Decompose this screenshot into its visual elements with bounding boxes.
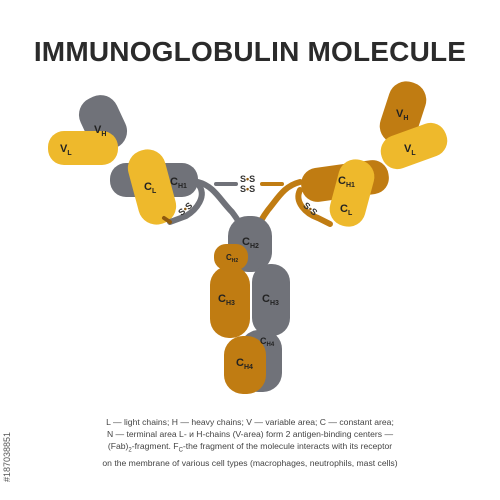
left-cl-domain <box>127 149 177 225</box>
hinge-ss-top: S•S <box>240 174 255 184</box>
left-fab-arm <box>48 95 205 225</box>
stock-id-watermark: #187038851 <box>2 431 12 482</box>
domain-labels: VH VL CL CH1 VH VL CH1 CL CH2 CH2 CH3 CH… <box>60 108 416 371</box>
label-stem-ch4-gray: CH4 <box>260 336 275 348</box>
stem-ch3-orange-domain <box>210 266 250 338</box>
label-right-cl: CL <box>340 203 353 217</box>
label-left-vl: VL <box>60 143 72 157</box>
label-left-ch1: CH1 <box>170 176 187 190</box>
label-stem-ch2-gray: CH2 <box>242 236 259 250</box>
caption-line-3: (Fab)2-fragment. FC-the fragment of the … <box>107 441 393 454</box>
caption: L — light chains; H — heavy chains; V — … <box>40 416 460 469</box>
right-cl-domain <box>329 159 375 227</box>
right-light-chain-disulfide <box>295 187 333 227</box>
fc-stem <box>210 216 290 394</box>
caption-line-4: on the membrane of various cell types (m… <box>102 457 398 468</box>
label-stem-ch2-orange: CH2 <box>226 253 238 264</box>
disulfide-labels: S•S S•S S•S S•S <box>176 174 319 218</box>
left-light-chain-disulfide <box>167 181 205 225</box>
hinge-ss-bottom: S•S <box>240 184 255 194</box>
right-fab-arm <box>295 81 448 227</box>
stem-ch2-orange-domain <box>214 244 248 270</box>
label-right-vl: VL <box>404 143 416 157</box>
right-ss: S•S <box>301 200 319 217</box>
stem-ch3-gray-domain <box>252 264 290 336</box>
label-right-ch1: CH1 <box>338 175 355 189</box>
left-ss: S•S <box>176 200 194 217</box>
left-vl-domain <box>48 131 118 165</box>
label-right-vh: VH <box>396 108 408 122</box>
label-stem-ch3-orange: CH3 <box>218 293 235 307</box>
caption-line-1: L — light chains; H — heavy chains; V — … <box>106 417 394 427</box>
caption-line-2: N — terminal area L- и H-chains (V-area)… <box>106 429 394 439</box>
right-vl-domain <box>380 122 448 170</box>
label-stem-ch4-orange: CH4 <box>236 357 253 371</box>
stem-ch4-orange-domain <box>224 336 266 394</box>
page-title: IMMUNOGLOBULIN MOLECULE <box>33 36 467 67</box>
label-left-vh: VH <box>94 124 106 138</box>
label-stem-ch3-gray: CH3 <box>262 293 279 307</box>
label-left-cl: CL <box>144 181 157 195</box>
